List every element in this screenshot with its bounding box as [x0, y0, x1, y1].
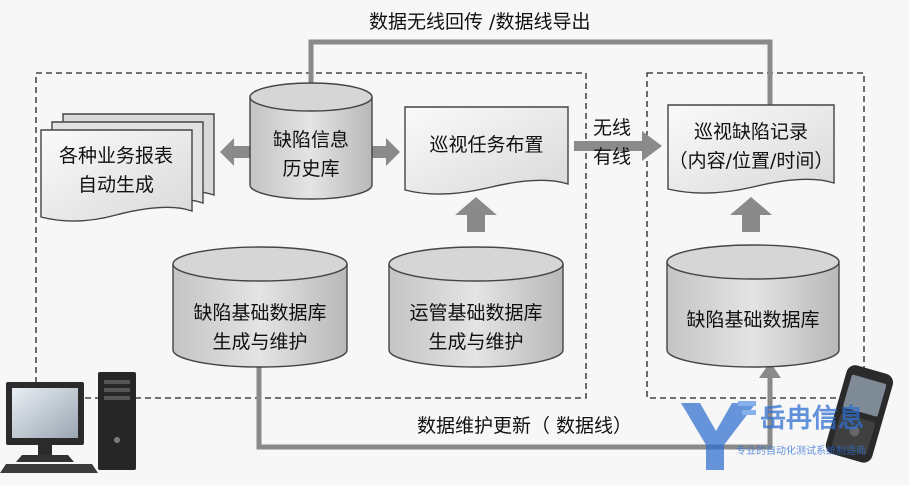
- top-flow-label: 数据无线回传 /数据线导出: [369, 11, 591, 33]
- defect-record-document: [667, 104, 835, 194]
- defect-record-label: 巡视缺陷记录 （内容/位置/时间）: [668, 118, 834, 176]
- watermark-logo-icon: [681, 401, 756, 470]
- reports-document-stack-icon: [40, 113, 215, 222]
- plan-to-record-arrow: [574, 131, 662, 161]
- desktop-computer-icon: [0, 372, 136, 473]
- ops-base-db-label: 运管基础数据库 生成与维护: [389, 299, 563, 357]
- fielddb-to-record-arrow: [730, 197, 772, 232]
- history-db-label: 缺陷信息 历史库: [250, 126, 372, 184]
- ops-base-db-cylinder: [388, 246, 564, 368]
- wireless-wired-text: 无线 有线: [592, 117, 631, 168]
- history-db-text: 缺陷信息 历史库: [272, 129, 349, 180]
- field-defect-db-cylinder: [666, 244, 840, 368]
- wireless-wired-label: 无线 有线: [582, 114, 642, 172]
- ops-base-db-text: 运管基础数据库 生成与维护: [409, 302, 543, 353]
- history-to-plan-arrow: [372, 138, 400, 166]
- history-db-cylinder: [249, 82, 373, 200]
- bottom-update-line: [256, 360, 773, 450]
- ops-to-plan-arrow: [455, 197, 497, 232]
- reports-label: 各种业务报表 自动生成: [41, 142, 191, 200]
- inspection-plan-label: 巡视任务布置: [429, 134, 544, 156]
- bottom-flow-label: 数据维护更新（ 数据线）: [417, 415, 633, 437]
- watermark-logo-text: 岳冉信息: [760, 404, 865, 434]
- defect-record-text: 巡视缺陷记录 （内容/位置/时间）: [668, 121, 834, 172]
- watermark-tagline: 专业的自动化测试系统制造商: [736, 446, 866, 457]
- history-to-reports-arrow: [220, 138, 250, 166]
- defect-base-db-text: 缺陷基础数据库 生成与维护: [193, 302, 327, 353]
- top-return-line: [308, 39, 773, 108]
- defect-base-db-cylinder: [172, 246, 348, 368]
- reports-text: 各种业务报表 自动生成: [58, 145, 173, 196]
- defect-base-db-label: 缺陷基础数据库 生成与维护: [173, 299, 347, 357]
- inspection-plan-document: [404, 106, 569, 195]
- bottom-update-arrowhead: [759, 362, 781, 378]
- field-defect-db-label: 缺陷基础数据库: [686, 309, 820, 331]
- field-device-boundary: [646, 72, 865, 399]
- mobile-phone-icon: [825, 365, 894, 463]
